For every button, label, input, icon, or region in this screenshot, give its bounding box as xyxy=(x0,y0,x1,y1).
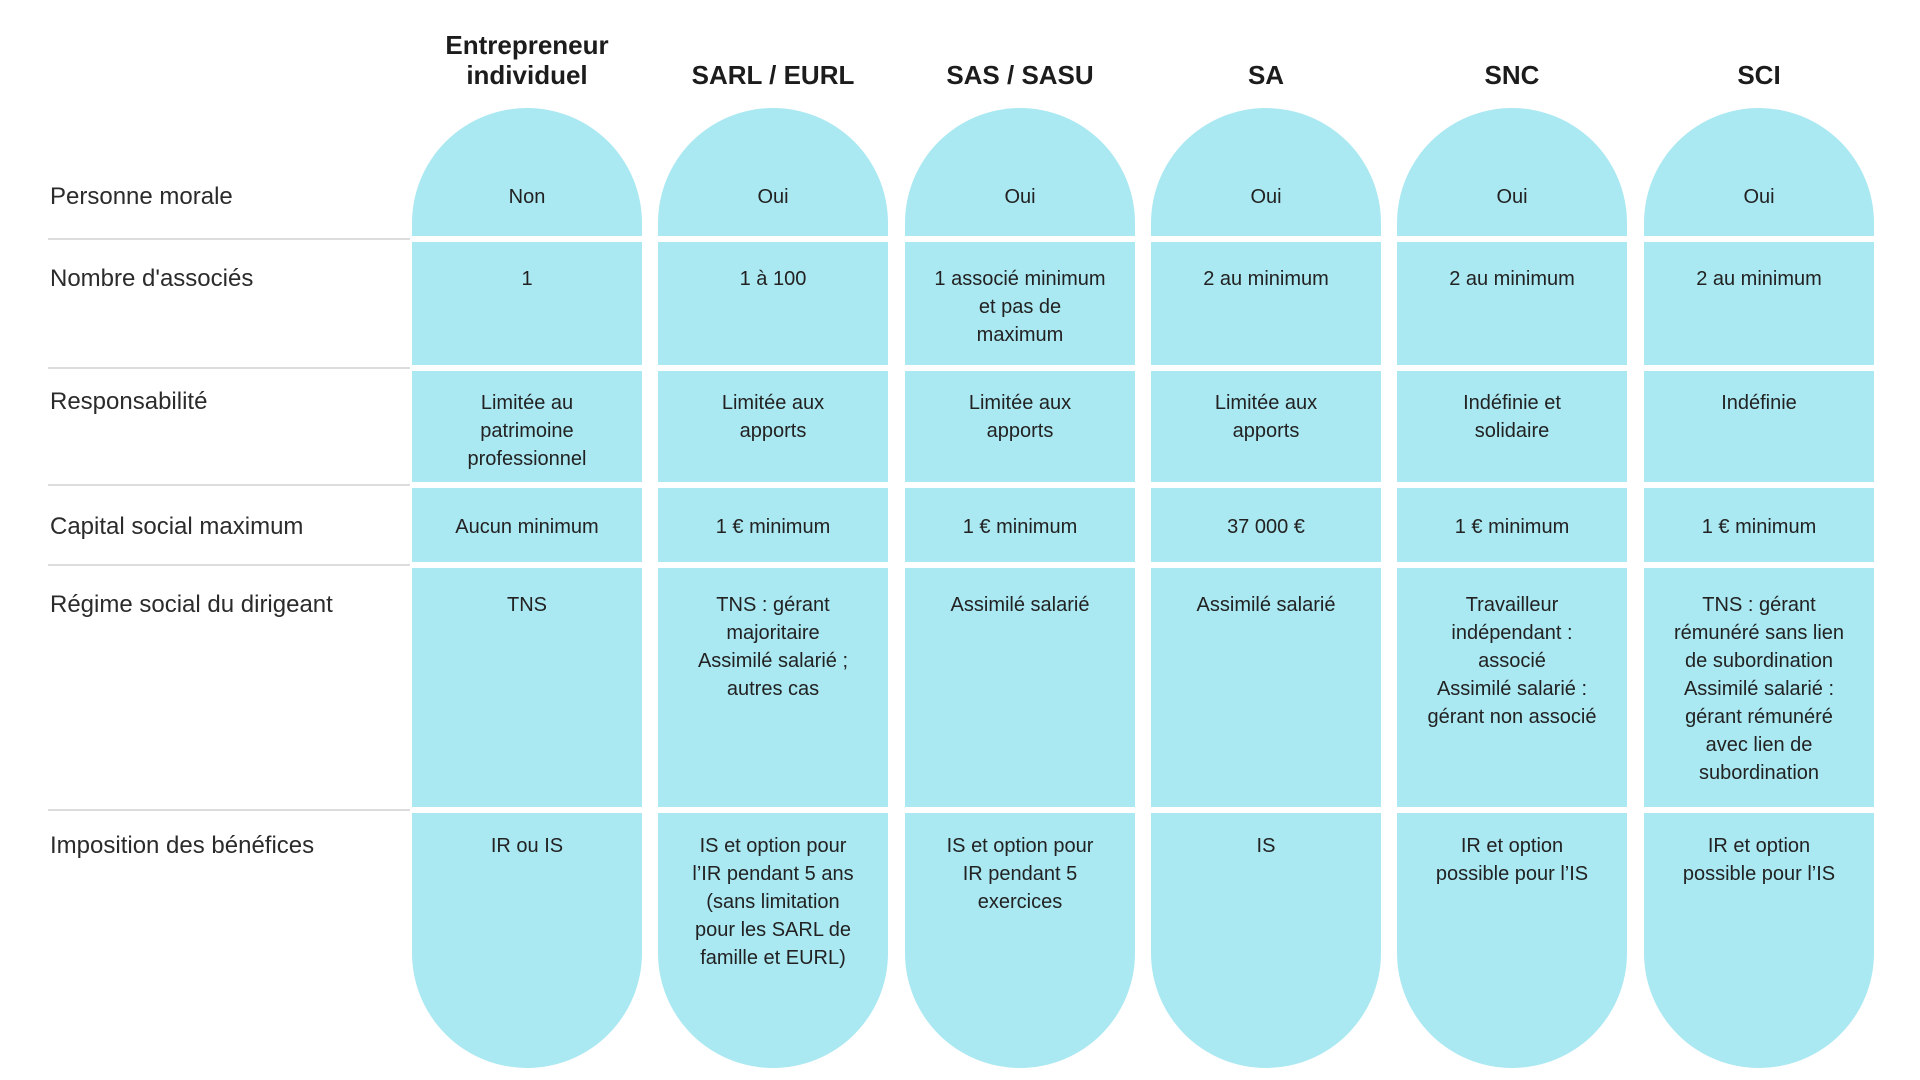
column-header-sa: SA xyxy=(1247,60,1285,90)
table-cell: IS et option pour IR pendant 5 exercices xyxy=(946,835,1094,913)
table-cell: 1 xyxy=(521,268,533,290)
table-cell: Indéfinie xyxy=(1721,392,1797,414)
table-cell: Limitée aux apports xyxy=(1214,392,1318,442)
column-pill-sas-sasu xyxy=(905,108,1135,1068)
row-divider-stripe xyxy=(400,365,1900,371)
row-label-regime-social: Régime social du dirigeant xyxy=(50,591,333,618)
table-cell: Limitée aux apports xyxy=(721,392,825,442)
column-header-sci: SCI xyxy=(1737,60,1781,90)
table-cell: Aucun minimum xyxy=(455,516,599,538)
table-cell: 37 000 € xyxy=(1227,516,1305,538)
column-header-entrepreneur-individuel: Entrepreneur individuel xyxy=(445,30,609,90)
table-cell: 1 associé minimum et pas de maximum xyxy=(934,268,1106,346)
table-cell: IR et option possible pour l’IS xyxy=(1682,835,1836,885)
table-cell: Limitée au patrimoine professionnel xyxy=(467,392,587,470)
table-cell: 1 € minimum xyxy=(715,516,831,538)
row-label-responsabilite: Responsabilité xyxy=(50,388,208,415)
row-label-personne-morale: Personne morale xyxy=(50,183,233,210)
table-cell: Oui xyxy=(1496,186,1528,208)
table-cell: Oui xyxy=(1004,186,1036,208)
row-label-capital-social: Capital social maximum xyxy=(50,513,304,540)
row-separator-line xyxy=(48,564,410,566)
table-cell: TNS xyxy=(507,594,547,616)
table-cell: 2 au minimum xyxy=(1449,268,1575,290)
table-cell: IS et option pour l’IR pendant 5 ans (sa… xyxy=(692,835,854,969)
column-pill-snc xyxy=(1397,108,1627,1068)
row-separator-line xyxy=(48,367,410,369)
table-cell: 1 € minimum xyxy=(962,516,1078,538)
table-cell: 2 au minimum xyxy=(1203,268,1329,290)
table-cell: 1 € minimum xyxy=(1454,516,1570,538)
table-cell: TNS : gérant majoritaire Assimilé salari… xyxy=(697,594,849,700)
row-divider-stripe xyxy=(400,236,1900,242)
table-cell: Assimilé salarié xyxy=(1196,594,1336,616)
column-pill-sa xyxy=(1151,108,1381,1068)
table-cell: Non xyxy=(508,186,546,208)
table-cell: Oui xyxy=(757,186,789,208)
table-cell: Oui xyxy=(1250,186,1282,208)
table-cell: Indéfinie et solidaire xyxy=(1463,392,1561,442)
row-separator-line xyxy=(48,809,410,811)
table-cell: 2 au minimum xyxy=(1696,268,1822,290)
column-pill-entrepreneur-individuel xyxy=(412,108,642,1068)
table-cell: IR et option possible pour l’IS xyxy=(1435,835,1589,885)
row-separator-line xyxy=(48,484,410,486)
table-cell: TNS : gérant rémunéré sans lien de subor… xyxy=(1673,594,1845,784)
row-separator-line xyxy=(48,238,410,240)
table-cell: Assimilé salarié xyxy=(950,594,1090,616)
table-cell: IS xyxy=(1256,835,1276,857)
column-header-snc: SNC xyxy=(1484,60,1540,90)
table-cell: Travailleur indépendant : associé Assimi… xyxy=(1427,594,1597,728)
table-cell: 1 à 100 xyxy=(739,268,807,290)
row-divider-stripe xyxy=(400,807,1900,813)
table-cell: Oui xyxy=(1743,186,1775,208)
row-divider-stripe xyxy=(400,482,1900,488)
column-header-sas-sasu: SAS / SASU xyxy=(946,60,1094,90)
row-divider-stripe xyxy=(400,562,1900,568)
row-label-imposition: Imposition des bénéfices xyxy=(50,832,315,859)
table-cell: Limitée aux apports xyxy=(968,392,1072,442)
column-pill-sarl-eurl xyxy=(658,108,888,1068)
table-cell: 1 € minimum xyxy=(1701,516,1817,538)
column-header-sarl-eurl: SARL / EURL xyxy=(691,60,855,90)
table-cell: IR ou IS xyxy=(490,835,564,857)
column-pill-sci xyxy=(1644,108,1874,1068)
row-label-nombre-associes: Nombre d'associés xyxy=(50,265,254,292)
